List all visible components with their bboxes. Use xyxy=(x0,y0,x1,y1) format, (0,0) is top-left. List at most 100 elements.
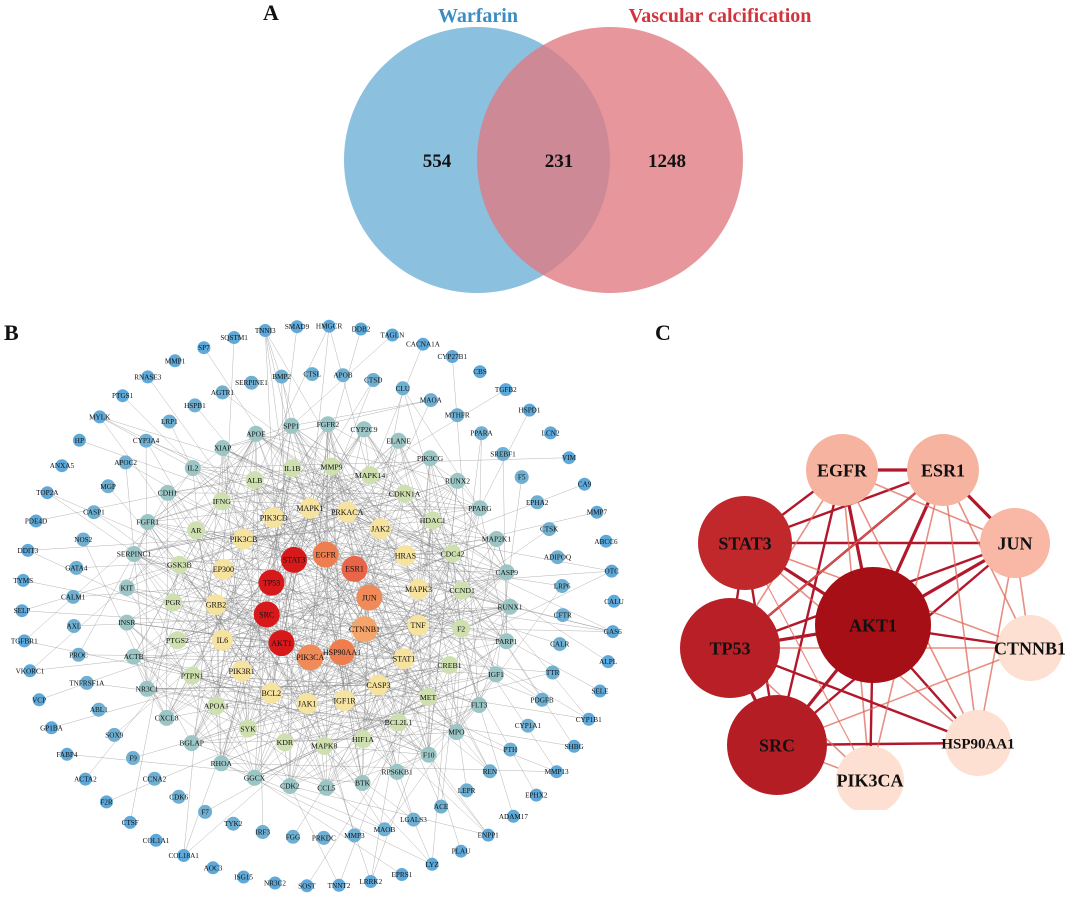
node-label: ELANE xyxy=(386,436,411,445)
node-vim: VIM xyxy=(562,451,577,465)
node-label: TP53 xyxy=(263,579,280,588)
node-nr3c2: NR3C2 xyxy=(264,876,286,890)
network-b-edge xyxy=(126,622,405,659)
node-label: SOST xyxy=(298,882,316,890)
node-label: PRKACA xyxy=(331,508,364,517)
node-circle xyxy=(356,421,372,438)
network-b-edge xyxy=(126,587,480,706)
node-circle xyxy=(552,637,567,652)
network-b-edge xyxy=(192,467,480,509)
node-circle xyxy=(440,656,459,675)
node-circle xyxy=(23,664,37,678)
panel-label-c: C xyxy=(655,320,671,345)
node-parp1: PARP1 xyxy=(495,633,518,650)
node-label: HIF1A xyxy=(352,735,374,744)
node-circle xyxy=(263,507,285,529)
node-ace: ACE xyxy=(434,799,449,814)
node-label: CDH1 xyxy=(158,489,178,498)
node-circle xyxy=(123,815,137,829)
node-circle xyxy=(139,433,154,448)
node-ccna2: CCNA2 xyxy=(143,771,167,786)
network-b-edge xyxy=(347,507,480,513)
node-lepr: LEPR xyxy=(458,783,476,798)
network-b-edge xyxy=(405,555,507,573)
node-label: GAS6 xyxy=(604,628,622,636)
node-label: XIAP xyxy=(214,444,232,453)
network-b-edge xyxy=(73,582,272,598)
node-label: HRAS xyxy=(395,551,416,560)
network-b-edge xyxy=(398,440,434,521)
node-ctsd: CTSD xyxy=(364,373,382,387)
node-circle xyxy=(93,410,107,424)
node-circle xyxy=(244,375,259,390)
network-b-edge xyxy=(369,493,405,598)
node-circle xyxy=(141,370,155,384)
network-b-edge xyxy=(126,622,193,676)
node-label: NR3C1 xyxy=(136,684,159,693)
node-map2k1: MAP2K1 xyxy=(482,531,511,547)
node-calu: CALU xyxy=(604,594,625,608)
node-circle xyxy=(162,414,177,429)
network-b-edge xyxy=(363,429,463,591)
node-label: CYP1B1 xyxy=(576,716,602,724)
node-circle xyxy=(366,373,381,387)
network-b-edge xyxy=(291,425,463,591)
node-label: APOA1 xyxy=(204,702,229,711)
node-cbs: CBS xyxy=(473,365,487,379)
node-label: PIK3CD xyxy=(260,514,288,523)
node-circle xyxy=(118,614,135,631)
node-tnni3: TNNI3 xyxy=(255,324,276,337)
node-label: STAT3 xyxy=(283,556,305,565)
node-label: JAK2 xyxy=(371,524,390,533)
node-casp1: CASP1 xyxy=(83,505,105,520)
node-label: MAPK3 xyxy=(405,585,432,594)
node-circle xyxy=(187,521,206,540)
node-circle xyxy=(593,684,607,698)
node-ctsk: CTSK xyxy=(540,522,559,537)
network-b-edge xyxy=(271,559,295,694)
network-b-edge xyxy=(307,553,453,704)
network-b-edge xyxy=(215,604,249,729)
node-runx1: RUNX1 xyxy=(497,598,523,615)
network-b-edge xyxy=(432,520,480,706)
network-b-edge xyxy=(354,568,463,591)
node-circle xyxy=(147,771,162,786)
network-b-edge xyxy=(289,785,340,886)
network-b-edge xyxy=(306,528,381,704)
node-sost: SOST xyxy=(298,879,316,893)
network-b-edge xyxy=(66,754,363,784)
node-circle xyxy=(86,505,101,520)
network-b-edge xyxy=(221,475,371,502)
network-b-edge xyxy=(247,480,458,729)
node-circle xyxy=(471,500,488,517)
node-label: LCN2 xyxy=(542,429,560,437)
network-b-edge xyxy=(221,457,431,502)
node-label: CCND1 xyxy=(449,586,475,595)
node-circle xyxy=(205,594,227,616)
network-b-edge xyxy=(398,722,489,836)
network-b-edge xyxy=(271,606,511,694)
network-b-edge xyxy=(192,675,325,747)
node-il1b: IL1B xyxy=(283,459,302,478)
node-circle xyxy=(227,331,241,344)
node-eprs1: EPRS1 xyxy=(392,868,413,881)
node-hsp90aa1: HSP90AA1 xyxy=(323,639,361,666)
node-f5: F5 xyxy=(514,470,529,485)
network-b-edge xyxy=(126,587,223,641)
node-col1a1: COL1A1 xyxy=(143,833,170,847)
node-label: F2 xyxy=(457,624,465,633)
node-jun: JUN xyxy=(356,584,383,611)
node-circle xyxy=(332,878,346,892)
node-label: HSP90AA1 xyxy=(323,648,361,657)
node-gas6: GAS6 xyxy=(604,625,622,639)
node-circle xyxy=(78,772,92,786)
node-label: APOB xyxy=(333,372,352,380)
network-b-edge xyxy=(133,517,274,555)
node-circle xyxy=(425,857,439,871)
network-b-edge xyxy=(380,528,453,554)
node-circle xyxy=(496,447,510,461)
node-nr3c1: NR3C1 xyxy=(136,680,159,697)
node-axl: AXL xyxy=(67,619,81,633)
node-circle xyxy=(354,775,371,791)
node-label: STAT1 xyxy=(393,655,415,664)
